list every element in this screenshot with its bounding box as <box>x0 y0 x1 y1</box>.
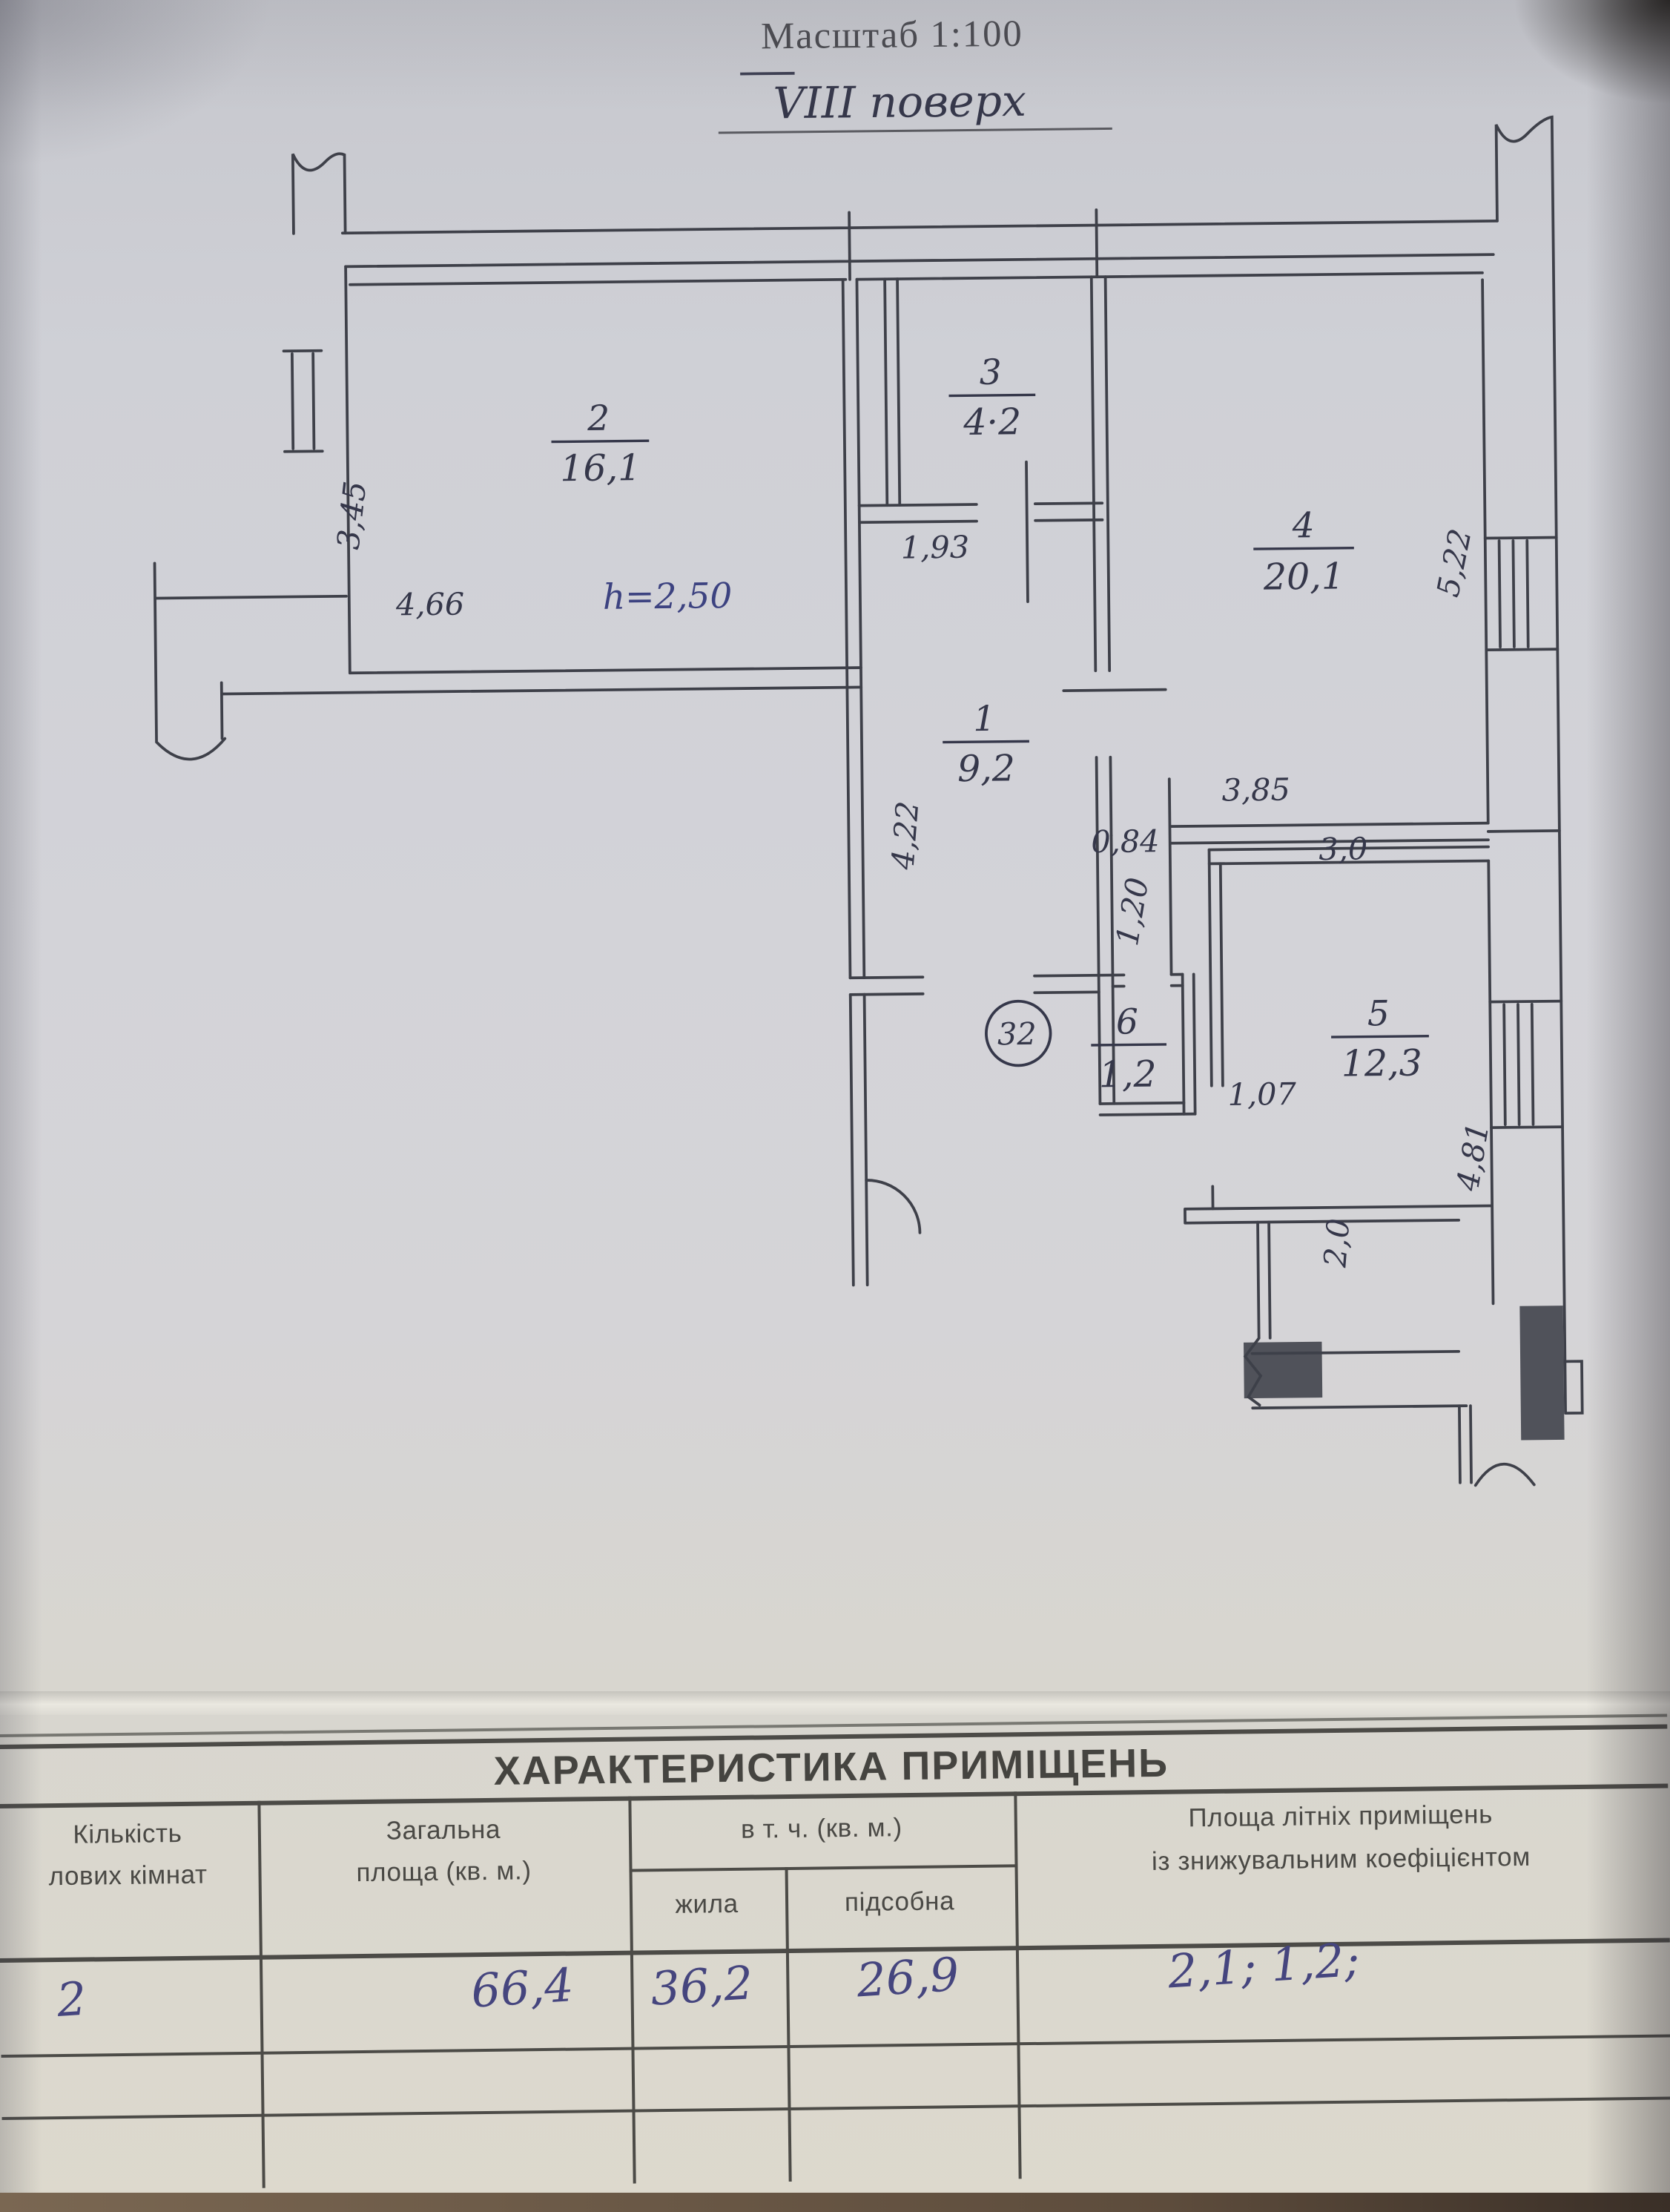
dim-room2-depth: 3,45 <box>331 479 374 551</box>
including-split-border <box>629 1864 1018 1872</box>
pilaster <box>1563 1360 1584 1415</box>
dim-room4-depth: 5,22 <box>1430 526 1478 600</box>
header-summer-line2: із знижувальним коефіцієнтом <box>1151 1841 1531 1877</box>
dim-hall-depth: 4,22 <box>885 800 925 872</box>
dim-wc-passage: 1,07 <box>1227 1076 1296 1113</box>
empty-row-border <box>1 2096 1670 2120</box>
plan-titles: Масштаб 1:100 VIII поверх <box>718 13 1112 134</box>
value-summer-areas: 2,1; 1,2; <box>1166 1933 1362 2000</box>
dim-kitchen-depth: 4,81 <box>1450 1120 1496 1194</box>
floor-label: VIII поверх <box>773 76 1026 129</box>
values-row-border <box>1 2034 1670 2058</box>
room-3-number: 3 <box>979 352 1002 393</box>
dim-room4-width: 3,85 <box>1221 772 1290 809</box>
value-auxiliary-area: 26,9 <box>855 1948 961 2009</box>
window-room4 <box>1483 536 1560 652</box>
room-4-label: 4 20,1 <box>1253 505 1354 599</box>
walls <box>153 115 1584 1487</box>
apartment-number-badge: 32 <box>985 999 1052 1067</box>
room-5-number: 5 <box>1367 993 1390 1034</box>
window-room5 <box>1488 999 1564 1129</box>
dim-room2-width: 4,66 <box>395 586 465 622</box>
floor-plan-drawing: Масштаб 1:100 VIII поверх <box>153 13 1584 1487</box>
characteristics-table: ХАРАКТЕРИСТИКА ПРИМІЩЕНЬ Кількість лових… <box>0 1693 1670 2212</box>
header-summer-line1: Площа літніх приміщень <box>1188 1799 1494 1833</box>
col-border-4 <box>1014 1791 1022 2179</box>
room-3-label: 3 4·2 <box>948 352 1036 444</box>
room-4-number: 4 <box>1291 505 1315 546</box>
room-4-area: 20,1 <box>1263 555 1345 598</box>
dim-loggia-width: 2,0 <box>1317 1217 1356 1269</box>
apartment-number: 32 <box>997 1016 1037 1053</box>
room-5-label: 5 12,3 <box>1331 993 1429 1085</box>
col-border-3 <box>785 1867 792 2182</box>
scale-title: Масштаб 1:100 <box>761 13 1023 57</box>
header-auxiliary: підсобна <box>844 1886 955 1918</box>
table-title: ХАРАКТЕРИСТИКА ПРИМІЩЕНЬ <box>493 1740 1169 1794</box>
room-6-area: 1,2 <box>1098 1053 1156 1096</box>
room-2-label: 2 16,1 <box>551 398 650 490</box>
room-2-area: 16,1 <box>560 447 641 490</box>
col-border-1 <box>257 1800 265 2188</box>
header-rooms-count-line2: лових кімнат <box>48 1859 208 1892</box>
value-total-area: 66,4 <box>469 1959 575 2019</box>
roman-numeral-overline <box>740 71 795 76</box>
room-1-area: 9,2 <box>957 747 1015 790</box>
balcony-door-arc <box>1473 1463 1536 1487</box>
header-living: жила <box>675 1888 739 1919</box>
entrance-door-arc <box>865 1179 922 1234</box>
header-rooms-count-line1: Кількість <box>73 1817 182 1849</box>
room-6-label: 6 1,2 <box>1091 1001 1167 1096</box>
col-border-2 <box>628 1796 636 2184</box>
header-total-area-line2: площа (кв. м.) <box>356 1855 532 1888</box>
room-3-area: 4·2 <box>963 401 1021 444</box>
value-rooms-count: 2 <box>55 1972 88 2029</box>
header-including: в т. ч. (кв. м.) <box>740 1812 902 1844</box>
title-rule-top <box>0 1714 1668 1737</box>
room-2-number: 2 <box>587 398 610 439</box>
header-bottom-border <box>0 1938 1670 1962</box>
ceiling-height-note: h=2,50 <box>603 576 733 618</box>
solid-wall-blocks <box>1244 1306 1565 1441</box>
room-5-area: 12,3 <box>1341 1042 1422 1085</box>
room-1-label: 1 9,2 <box>943 699 1029 790</box>
room-6-number: 6 <box>1116 1001 1139 1042</box>
value-living-area: 36,2 <box>649 1957 755 2017</box>
room-1-number: 1 <box>973 699 996 740</box>
dim-room3-width: 1,93 <box>901 530 970 566</box>
dim-passage-depth: 1,20 <box>1109 875 1155 949</box>
floor-label-underline <box>718 127 1112 134</box>
dim-passage-width: 0,84 <box>1091 823 1160 860</box>
desk-edge <box>0 2193 1670 2212</box>
header-total-area-line1: Загальна <box>386 1814 501 1846</box>
dim-kitchen-width: 3,0 <box>1318 831 1367 867</box>
